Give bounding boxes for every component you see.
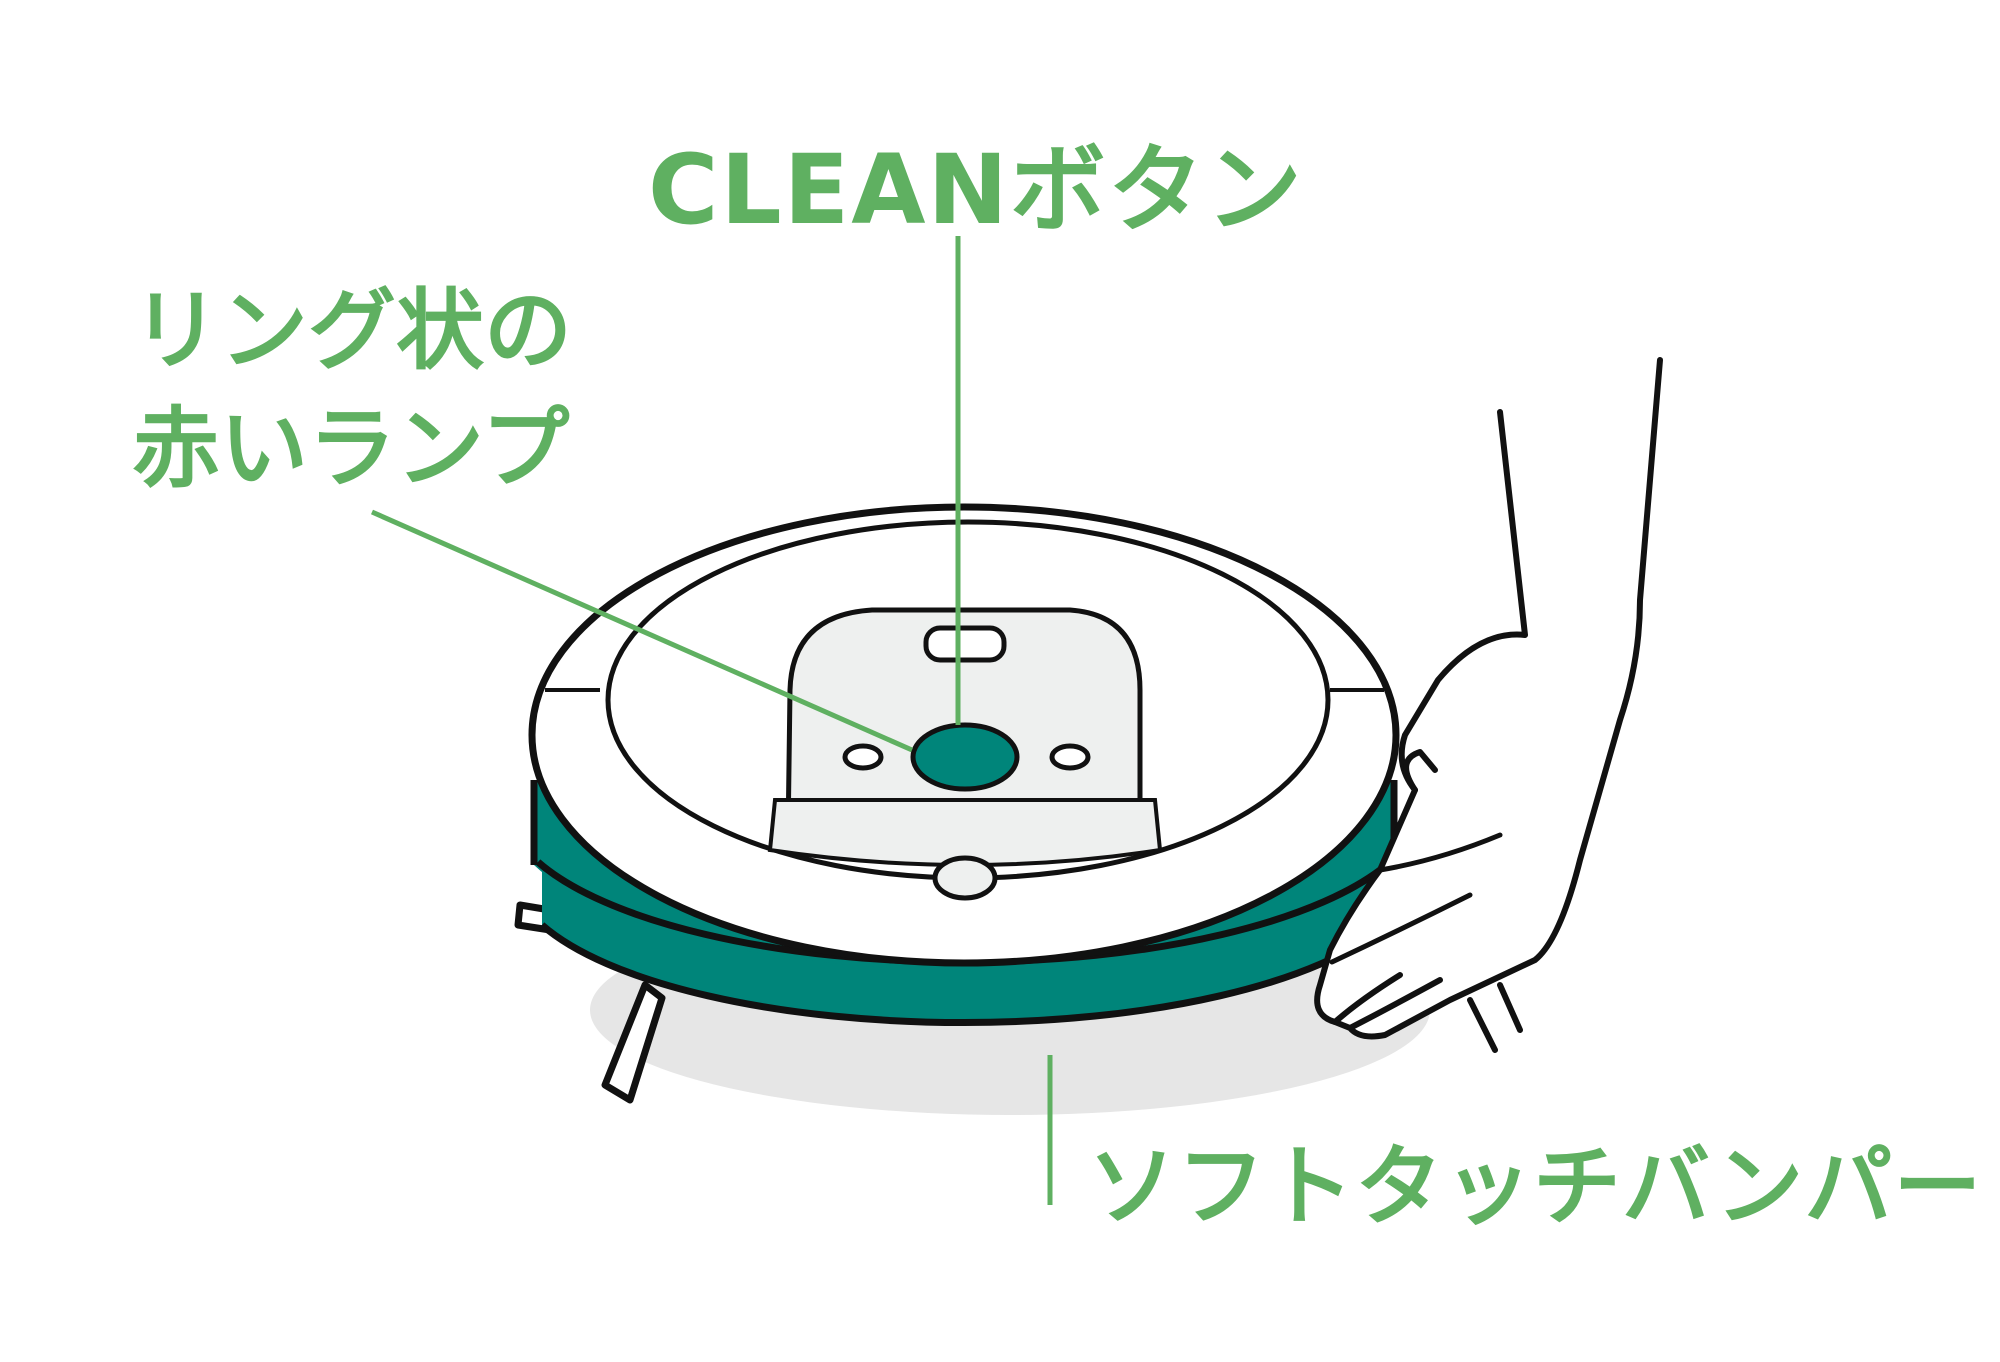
clean-button-icon: [910, 722, 1020, 792]
soft-bumper-label: ソフトタッチバンパー: [1088, 1135, 1983, 1238]
front-sensor-icon: [932, 855, 998, 901]
impact-marks-icon: [1467, 982, 1523, 1053]
ring-lamp-label: リング状の 赤いランプ: [132, 272, 572, 508]
dock-button-icon: [1049, 743, 1091, 771]
ring-lamp-label-line1: リング状の: [132, 279, 573, 382]
ring-lamp-leader: [370, 509, 914, 753]
panel-lower-plate: [767, 798, 1163, 867]
hand-icon: [1314, 357, 1663, 1040]
control-panel: [767, 607, 1163, 901]
spot-button-icon: [842, 743, 884, 771]
ring-lamp-label-line2: 赤いランプ: [132, 397, 570, 500]
clean-button-label: CLEANボタン: [648, 134, 1304, 246]
leader-lines: [370, 236, 1053, 1205]
dirt-sensor-icon: [923, 625, 1007, 663]
